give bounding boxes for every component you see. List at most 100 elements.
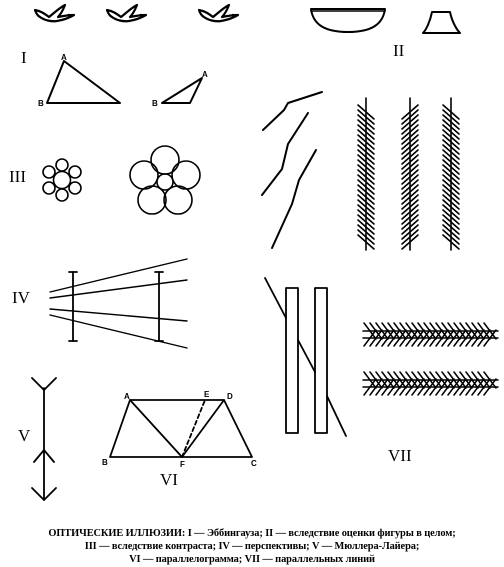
hatch-stroke [401,234,419,250]
hatch-stroke [417,378,431,396]
hatch-stroke [357,154,375,170]
hatch-stroke [435,329,449,347]
hatch-stroke [429,378,443,396]
hatch-stroke [465,329,479,347]
hatch-stroke [442,189,460,205]
hatch-stroke [401,159,419,175]
hatch-stroke [442,154,460,170]
hatch-stroke [442,119,460,135]
hatch-stroke [357,149,375,165]
hatch-stroke [442,149,460,165]
hatch-stroke [401,169,419,185]
figure-vi-label: VI [160,470,178,489]
hatch-stroke [369,378,383,396]
diagonal-line-upper [264,277,287,319]
hatch-stroke [401,119,419,135]
hatch-stroke [387,378,401,396]
hatch-stroke [393,329,407,347]
hatch-stroke [399,378,413,396]
vertex-label-b: B [102,458,108,467]
diagonal-line-middle [297,339,316,373]
hatch-stroke [442,144,460,160]
bird-icon [105,3,148,23]
bird-icon [197,3,240,23]
lamp-shape [422,11,461,34]
hatch-stroke [357,184,375,200]
hatch-stroke [442,109,460,125]
hatch-stroke [401,164,419,180]
dashed-diagonal [181,399,206,458]
hatch-stroke [401,199,419,215]
hatch-stroke [401,204,419,220]
hatch-stroke [381,329,395,347]
bird-icon [33,3,76,23]
hatch-stroke [442,179,460,195]
hatch-stroke [477,329,491,347]
hatch-stroke [357,109,375,125]
hatch-stroke [483,329,497,347]
hatch-stroke [465,378,479,396]
hatch-stroke [369,329,383,347]
hatch-stroke [453,378,467,396]
hatch-stroke [401,114,419,130]
hatch-stroke [442,209,460,225]
hatch-stroke [442,129,460,145]
hatch-stroke [399,329,413,347]
hatch-stroke [357,219,375,235]
hatch-stroke [442,159,460,175]
figure-caption: ОПТИЧЕСКИЕ ИЛЛЮЗИИ: I — Эббингауза; II —… [0,527,504,566]
hatch-stroke [381,378,395,396]
hatch-stroke [357,189,375,205]
right-bar [314,287,328,434]
hatched-horizontal-lines [362,322,499,396]
hatch-stroke [357,174,375,190]
vertex-label-b: B [38,99,44,108]
hatch-stroke [411,378,425,396]
hatch-stroke [401,184,419,200]
bird-figures [33,3,240,23]
caption-line-2: III — вследствие контраста; IV — перспек… [84,541,420,552]
hatch-stroke [442,204,460,220]
vertex-label-e: E [204,390,210,399]
hatch-stroke [442,224,460,240]
hatch-stroke [471,329,485,347]
outward-fins-top [31,377,57,391]
hatch-stroke [363,371,377,389]
figure-v-label: V [18,426,31,445]
hatch-stroke [401,124,419,140]
figure-ii: II [310,8,461,60]
figure-vii: VII [362,322,499,465]
hatch-stroke [357,144,375,160]
hatch-stroke [357,124,375,140]
hatch-stroke [441,329,455,347]
hatch-stroke [442,104,460,120]
vertex-label-a: A [124,392,130,401]
hatch-stroke [375,329,389,347]
zigzag-lines [261,91,323,249]
hatch-stroke [435,378,449,396]
hatch-stroke [357,224,375,240]
hatch-stroke [453,329,467,347]
hatch-stroke [401,224,419,240]
figure-ii-label: II [393,41,405,60]
hatch-stroke [363,322,377,340]
hatch-stroke [393,378,407,396]
hatch-stroke [442,174,460,190]
hatch-stroke [357,169,375,185]
figure-iv: IV [12,258,188,349]
inward-fins-middle [33,449,55,463]
hatch-stroke [357,209,375,225]
hatch-stroke [442,234,460,250]
hatch-stroke [442,124,460,140]
vertex-label-f: F [180,460,185,469]
figure-iii-label: III [9,167,26,186]
hatch-stroke [357,119,375,135]
hatch-stroke [401,134,419,150]
hatch-stroke [442,139,460,155]
small-triangle [161,77,203,104]
small-circle-cluster [42,158,82,202]
parallelogram [109,399,253,458]
hatch-stroke [447,378,461,396]
hatch-stroke [401,179,419,195]
